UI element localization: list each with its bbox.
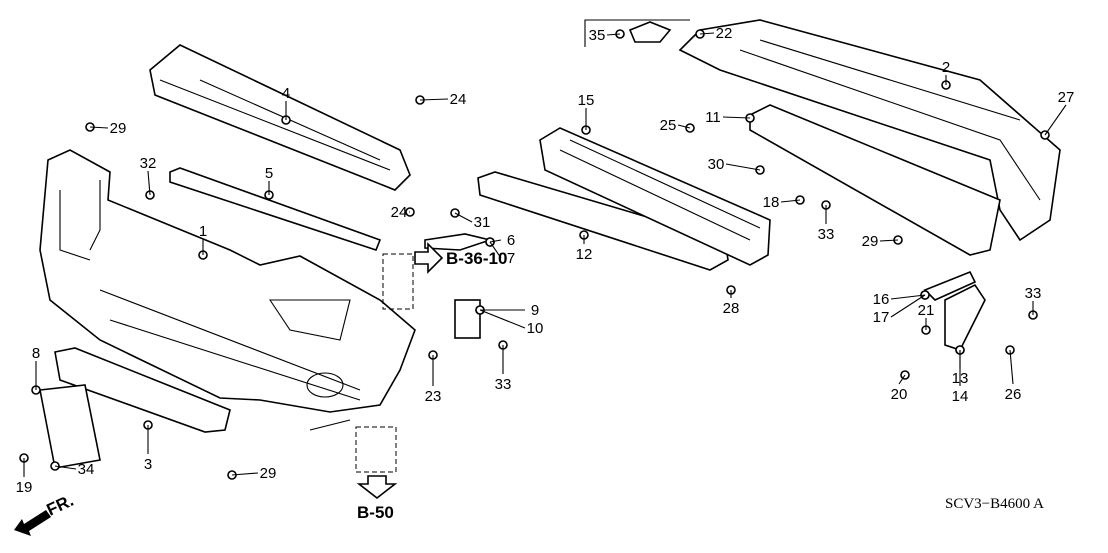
part-label-24[interactable]: 24 bbox=[391, 204, 408, 221]
leader-line bbox=[890, 294, 926, 300]
part-drawings bbox=[39, 19, 1061, 473]
leader-line bbox=[879, 239, 899, 242]
rear-absorber bbox=[539, 127, 771, 266]
leader-line bbox=[722, 116, 751, 119]
part-label-32[interactable]: 32 bbox=[140, 155, 157, 172]
part-label-15[interactable]: 15 bbox=[578, 92, 595, 109]
part-label-27[interactable]: 27 bbox=[1058, 89, 1075, 106]
part-label-25[interactable]: 25 bbox=[660, 117, 677, 134]
leader-line bbox=[489, 239, 502, 243]
part-label-4[interactable]: 4 bbox=[282, 85, 290, 102]
leader-line bbox=[89, 126, 109, 129]
part-label-29[interactable]: 29 bbox=[110, 120, 127, 137]
leader-line bbox=[231, 472, 259, 476]
bracket-6-7 bbox=[424, 233, 493, 251]
part-label-29[interactable]: 29 bbox=[862, 233, 879, 250]
leader-line bbox=[1009, 349, 1014, 385]
rear-bumper-face bbox=[678, 19, 1061, 242]
part-label-20[interactable]: 20 bbox=[891, 386, 908, 403]
bracket-16-17 bbox=[923, 270, 977, 301]
arrow-right-icon bbox=[414, 242, 444, 274]
leader-lines bbox=[23, 32, 1067, 477]
reference-b-36-10[interactable]: B-36-10 bbox=[446, 249, 507, 268]
part-label-23[interactable]: 23 bbox=[425, 388, 442, 405]
part-label-31[interactable]: 31 bbox=[474, 214, 491, 231]
part-label-33[interactable]: 33 bbox=[1025, 285, 1042, 302]
part-label-33[interactable]: 33 bbox=[818, 226, 835, 243]
leader-line bbox=[479, 309, 526, 329]
part-label-22[interactable]: 22 bbox=[716, 25, 733, 42]
leader-line bbox=[419, 98, 449, 101]
diagram-code: SCV3−B4600 A bbox=[945, 496, 1044, 512]
part-label-10[interactable]: 10 bbox=[527, 320, 544, 337]
part-label-17[interactable]: 17 bbox=[873, 309, 890, 326]
rear-stay bbox=[749, 104, 1001, 256]
license-plate-base bbox=[39, 384, 101, 469]
front-stay bbox=[169, 167, 382, 251]
part-label-16[interactable]: 16 bbox=[873, 291, 890, 308]
lower-garnish bbox=[54, 347, 231, 433]
part-label-12[interactable]: 12 bbox=[576, 246, 593, 263]
leader-line bbox=[677, 124, 691, 129]
leader-line bbox=[54, 465, 77, 470]
part-label-18[interactable]: 18 bbox=[763, 194, 780, 211]
leader-line bbox=[489, 241, 502, 259]
part-label-30[interactable]: 30 bbox=[708, 156, 725, 173]
leader-line bbox=[780, 199, 801, 203]
part-label-28[interactable]: 28 bbox=[723, 300, 740, 317]
part-label-34[interactable]: 34 bbox=[78, 461, 95, 478]
part-label-5[interactable]: 5 bbox=[265, 165, 273, 182]
leader-line bbox=[454, 212, 473, 223]
leader-line bbox=[606, 33, 621, 36]
front-reinforcement bbox=[149, 44, 411, 191]
reference-b-50[interactable]: B-50 bbox=[357, 503, 394, 522]
part-label-19[interactable]: 19 bbox=[16, 479, 33, 496]
part-label-2[interactable]: 2 bbox=[942, 59, 950, 76]
part-label-24[interactable]: 24 bbox=[450, 91, 467, 108]
front-direction-arrow-icon bbox=[14, 510, 51, 536]
part-label-11[interactable]: 11 bbox=[705, 109, 721, 126]
bracket-9-10 bbox=[454, 299, 481, 339]
leader-line bbox=[1044, 104, 1067, 136]
part-label-21[interactable]: 21 bbox=[918, 302, 935, 319]
part-label-26[interactable]: 26 bbox=[1005, 386, 1022, 403]
part-label-3[interactable]: 3 bbox=[144, 456, 152, 473]
front-bumper-face bbox=[39, 149, 416, 413]
part-label-13[interactable]: 13 bbox=[952, 370, 969, 387]
leader-line bbox=[147, 170, 151, 196]
leader-line bbox=[890, 294, 926, 318]
part-label-1[interactable]: 1 bbox=[199, 223, 207, 240]
part-label-6[interactable]: 6 bbox=[507, 232, 515, 249]
part-label-29[interactable]: 29 bbox=[260, 465, 277, 482]
leader-line bbox=[898, 374, 906, 385]
leader-line bbox=[725, 163, 761, 171]
part-label-9[interactable]: 9 bbox=[531, 302, 539, 319]
part-label-14[interactable]: 14 bbox=[952, 388, 969, 405]
arrow-down-icon bbox=[356, 475, 398, 500]
leader-line bbox=[699, 32, 715, 35]
part-35 bbox=[628, 21, 672, 43]
part-label-35[interactable]: 35 bbox=[589, 27, 606, 44]
side-bracket bbox=[944, 283, 986, 351]
rear-beam bbox=[477, 171, 729, 271]
part-label-7[interactable]: 7 bbox=[507, 250, 515, 267]
part-label-8[interactable]: 8 bbox=[32, 345, 40, 362]
part-label-33[interactable]: 33 bbox=[495, 376, 512, 393]
